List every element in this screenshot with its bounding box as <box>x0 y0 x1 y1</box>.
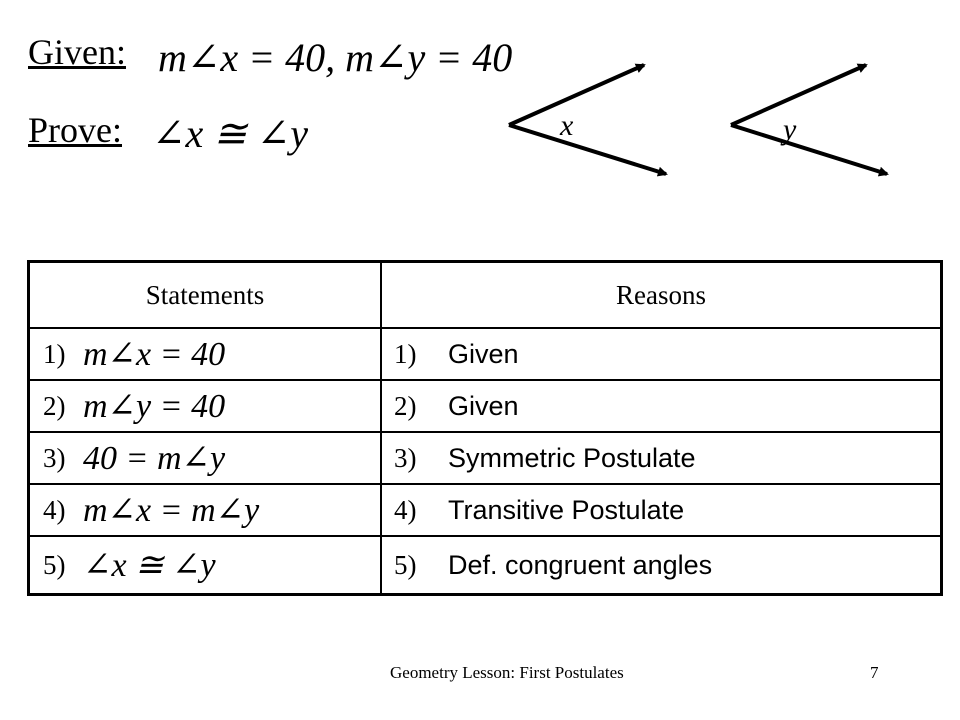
proof-table-header: Statements Reasons <box>27 260 943 329</box>
table-row: 3) 40 = m∠y 3) Symmetric Postulate <box>27 431 943 485</box>
angle-y-ray-bottom <box>730 123 889 177</box>
angle-x-figure: x <box>508 63 668 177</box>
statement-number: 1) <box>43 338 66 369</box>
statement-number: 3) <box>43 442 66 473</box>
statement-text: m∠x = m∠y <box>83 492 260 529</box>
reason-text: Def. congruent angles <box>448 549 713 580</box>
statement-text: m∠x = 40 <box>83 336 226 373</box>
table-row: 4) m∠x = m∠y 4) Transitive Postulate <box>27 483 943 537</box>
reason-number: 1) <box>394 338 417 369</box>
angle-x-label: x <box>559 109 574 142</box>
reason-text: Given <box>448 390 519 421</box>
prove-math: ∠x ≅ ∠y <box>152 111 309 156</box>
angle-figures: x y <box>508 63 889 177</box>
statement-text: m∠y = 40 <box>83 388 226 425</box>
statement-number: 5) <box>43 549 66 580</box>
given-math: m∠x = 40, m∠y = 40 <box>158 35 513 80</box>
angle-y-ray-top <box>730 63 868 127</box>
footer-title: Geometry Lesson: First Postulates <box>390 663 624 682</box>
statement-text: ∠x ≅ ∠y <box>83 547 216 584</box>
statement-number: 4) <box>43 494 66 525</box>
reason-text: Given <box>448 338 519 369</box>
reason-text: Symmetric Postulate <box>448 442 696 473</box>
reasons-header: Reasons <box>380 260 943 329</box>
prove-label: Prove: <box>28 110 122 150</box>
reason-number: 3) <box>394 442 417 473</box>
angle-x-ray-top <box>508 63 646 127</box>
statement-number: 2) <box>43 390 66 421</box>
reason-number: 2) <box>394 390 417 421</box>
table-row: 5) ∠x ≅ ∠y 5) Def. congruent angles <box>27 535 943 596</box>
angle-y-figure: y <box>730 63 889 177</box>
given-label: Given: <box>28 32 126 72</box>
page-number: 7 <box>870 663 879 682</box>
statement-text: 40 = m∠y <box>83 440 226 477</box>
angle-y-label: y <box>780 113 797 146</box>
table-row: 1) m∠x = 40 1) Given <box>27 327 943 381</box>
proof-table: Statements Reasons 1) m∠x = 40 1) Given 2)… <box>27 260 943 596</box>
statements-header: Statements <box>27 260 382 329</box>
reason-number: 4) <box>394 494 417 525</box>
table-row: 2) m∠y = 40 2) Given <box>27 379 943 433</box>
angle-x-ray-bottom <box>508 123 668 177</box>
reason-text: Transitive Postulate <box>448 494 685 525</box>
reason-number: 5) <box>394 549 417 580</box>
